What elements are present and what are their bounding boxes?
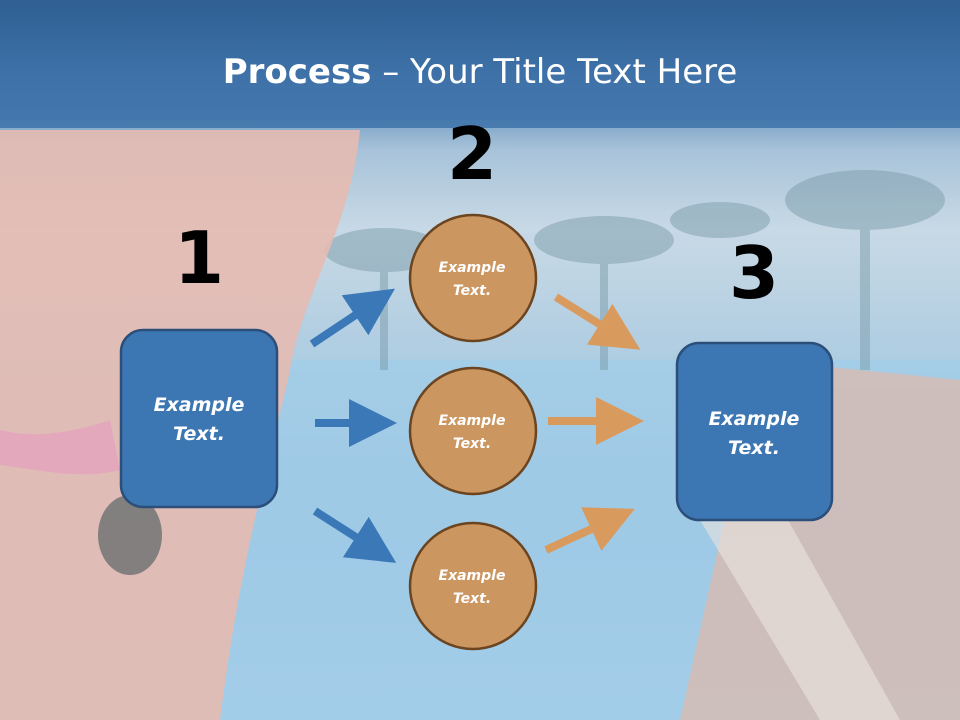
circle-top [408,213,538,343]
circle-middle-line2: Text. [453,436,491,452]
title-rest: – Your Title Text Here [371,52,738,92]
circle-bottom-line1: Example [439,568,506,584]
step-1-label-line2: Text. [173,423,225,445]
circle-middle [408,366,538,496]
title-bold: Process [222,52,372,92]
title-bar [0,0,960,128]
step-number-1: 1 [174,216,224,300]
step-1-box [119,328,279,509]
circle-top-line2: Text. [453,283,491,299]
slide-title: Process – Your Title Text Here [0,52,960,92]
step-number-2: 2 [447,112,497,196]
step-1-label-line1: Example [154,394,245,416]
step-3-label-line2: Text. [728,437,780,459]
arrow-blue-down [312,507,397,563]
circle-top-line1: Example [439,260,506,276]
circle-bottom [408,521,538,651]
step-number-3: 3 [729,231,779,315]
arrow-orange-down [553,293,641,350]
step-3-box [675,341,834,522]
arrow-orange-up [544,507,635,554]
circle-bottom-line2: Text. [453,591,491,607]
deck-edge [700,470,900,720]
arrow-blue-up [309,288,395,348]
circle-middle-line1: Example [439,413,506,429]
step-3-label-line1: Example [709,408,800,430]
